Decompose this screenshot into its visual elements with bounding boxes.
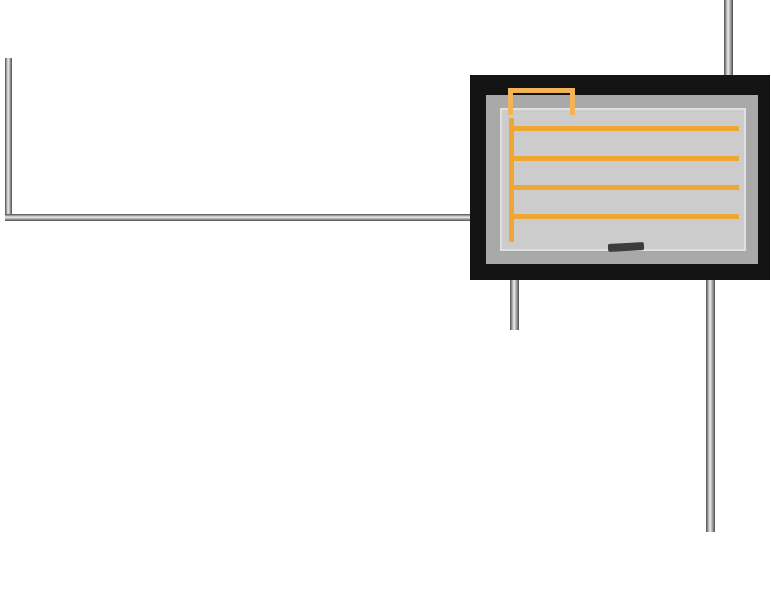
tank-outer-shell [470,75,770,280]
handle-bracket[interactable] [508,88,575,115]
heating-element-row [511,214,739,219]
tank-chamber [500,108,746,251]
handle-right-leg [570,88,575,115]
bottom-right-outlet-pipe [706,280,715,532]
heating-element-connector [509,118,514,242]
bottom-left-outlet-pipe [510,280,519,330]
top-inlet-pipe [724,0,733,95]
left-supply-pipe-vertical [5,58,12,221]
handle-bar [508,88,575,93]
heating-element-row [511,126,739,131]
left-supply-pipe-horizontal [5,214,489,221]
heating-element-row [511,156,739,161]
handle-left-leg [508,88,513,115]
heating-element-row [511,185,739,190]
